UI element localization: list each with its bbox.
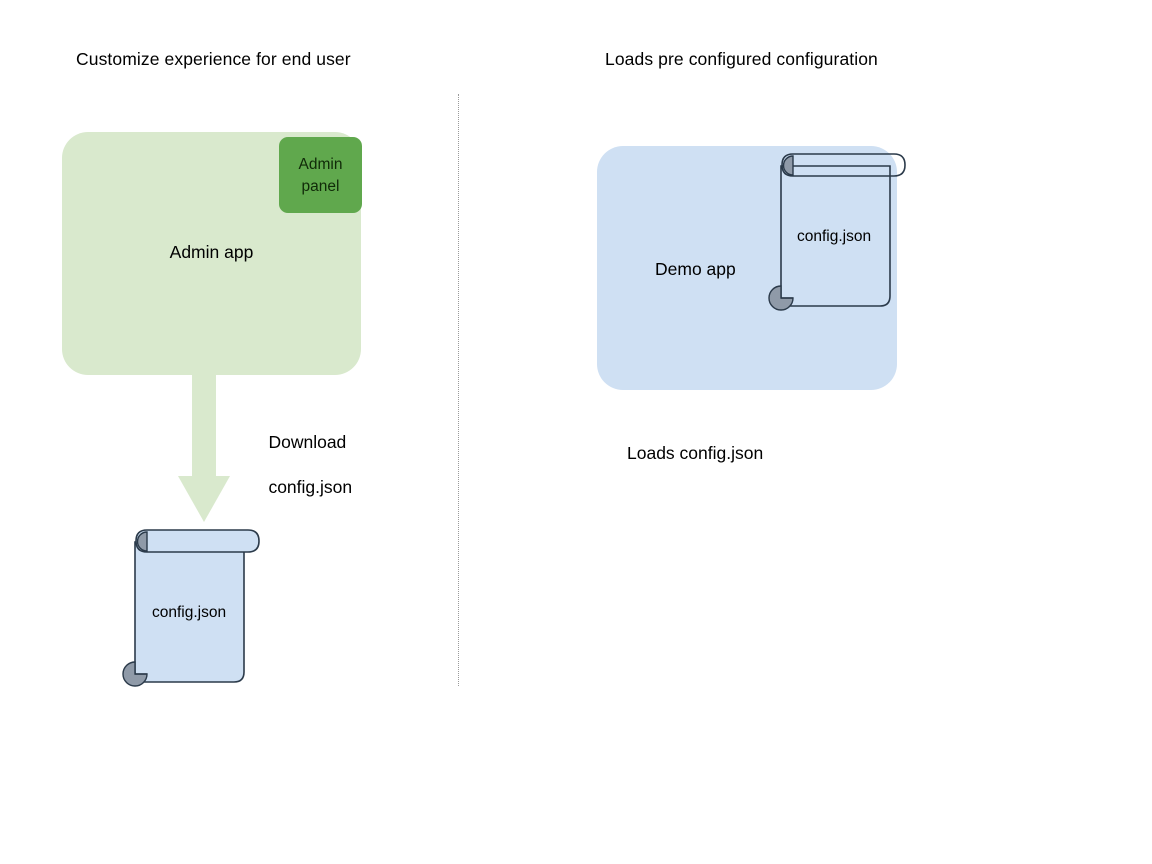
download-arrow-label: Download config.json <box>249 408 352 521</box>
config-json-document-right[interactable] <box>768 152 912 316</box>
loads-config-caption: Loads config.json <box>627 443 764 463</box>
admin-panel-label-line1: Admin <box>298 156 343 173</box>
admin-panel-label-line2: panel <box>301 178 340 195</box>
right-column-heading: Loads pre configured configuration <box>605 49 878 69</box>
left-column-heading: Customize experience for end user <box>76 49 351 69</box>
demo-app-box[interactable] <box>597 146 897 390</box>
vertical-dotted-divider <box>458 94 459 686</box>
download-arrow-label-line1: Download <box>268 431 347 452</box>
config-json-document-left-label: config.json <box>152 604 227 621</box>
admin-panel-label: Admin panel <box>279 154 362 198</box>
download-arrow-label-line2: config.json <box>268 476 353 497</box>
admin-app-label: Admin app <box>169 242 254 262</box>
demo-app-label: Demo app <box>655 259 736 279</box>
admin-panel-box[interactable]: Admin panel <box>279 137 362 213</box>
config-json-document-left[interactable] <box>122 528 266 692</box>
download-arrow-icon <box>176 372 232 524</box>
config-json-document-right-label: config.json <box>797 228 872 245</box>
